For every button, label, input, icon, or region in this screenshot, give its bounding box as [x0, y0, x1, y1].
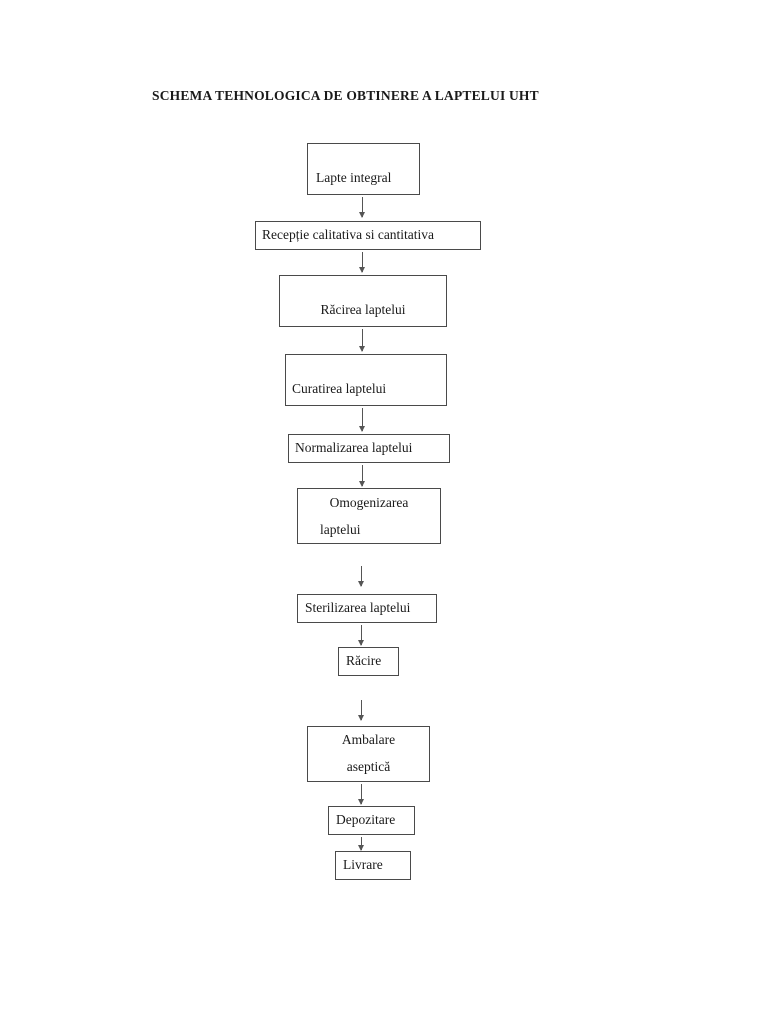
flow-node-label: Curatirea laptelui [292, 381, 387, 396]
flow-node-label: Răcirea laptelui [320, 302, 406, 317]
flow-node-receptie[interactable]: Recepție calitativa si cantitativa [255, 221, 481, 250]
flow-arrow-9 [358, 784, 364, 805]
flow-node-ambalare-aseptica[interactable]: Ambalare aseptică [307, 726, 430, 782]
flow-arrow-10 [358, 837, 364, 851]
flow-node-racirea-laptelui[interactable]: Răcirea laptelui [279, 275, 447, 327]
flow-node-label: Lapte integral [316, 170, 392, 185]
flow-node-omogenizarea-laptelui[interactable]: Omogenizarea laptelui [297, 488, 441, 544]
flow-node-curatirea-laptelui[interactable]: Curatirea laptelui [285, 354, 447, 406]
page-title: SCHEMA TEHNOLOGICA DE OBTINERE A LAPTELU… [152, 88, 539, 103]
flow-node-label: Livrare [343, 857, 383, 872]
flow-node-livrare[interactable]: Livrare [335, 851, 411, 880]
flow-node-label: Normalizarea laptelui [295, 440, 413, 455]
flow-arrow-6 [358, 566, 364, 587]
flow-arrow-2 [359, 252, 365, 273]
flow-arrow-8 [358, 700, 364, 721]
flow-node-label-line-1: Ambalare [341, 732, 396, 747]
flow-node-label: Recepție calitativa si cantitativa [262, 227, 435, 242]
flow-arrow-3 [359, 329, 365, 352]
flow-node-racire[interactable]: Răcire [338, 647, 399, 676]
flow-node-normalizarea-laptelui[interactable]: Normalizarea laptelui [288, 434, 450, 463]
flow-node-label-line-1: Omogenizarea [329, 495, 409, 510]
flow-node-lapte-integral[interactable]: Lapte integral [307, 143, 420, 195]
flow-node-depozitare[interactable]: Depozitare [328, 806, 415, 835]
flow-node-sterilizarea-laptelui[interactable]: Sterilizarea laptelui [297, 594, 437, 623]
flow-node-label-line-2: laptelui [320, 522, 361, 537]
flow-node-label: Sterilizarea laptelui [305, 600, 411, 615]
flow-node-label-line-2: aseptică [346, 759, 391, 774]
flow-arrow-5 [359, 465, 365, 487]
flow-node-label: Răcire [346, 653, 382, 668]
flow-node-label: Depozitare [336, 812, 396, 827]
flow-arrow-4 [359, 408, 365, 432]
flow-arrow-1 [359, 197, 365, 218]
flow-arrow-7 [358, 625, 364, 646]
